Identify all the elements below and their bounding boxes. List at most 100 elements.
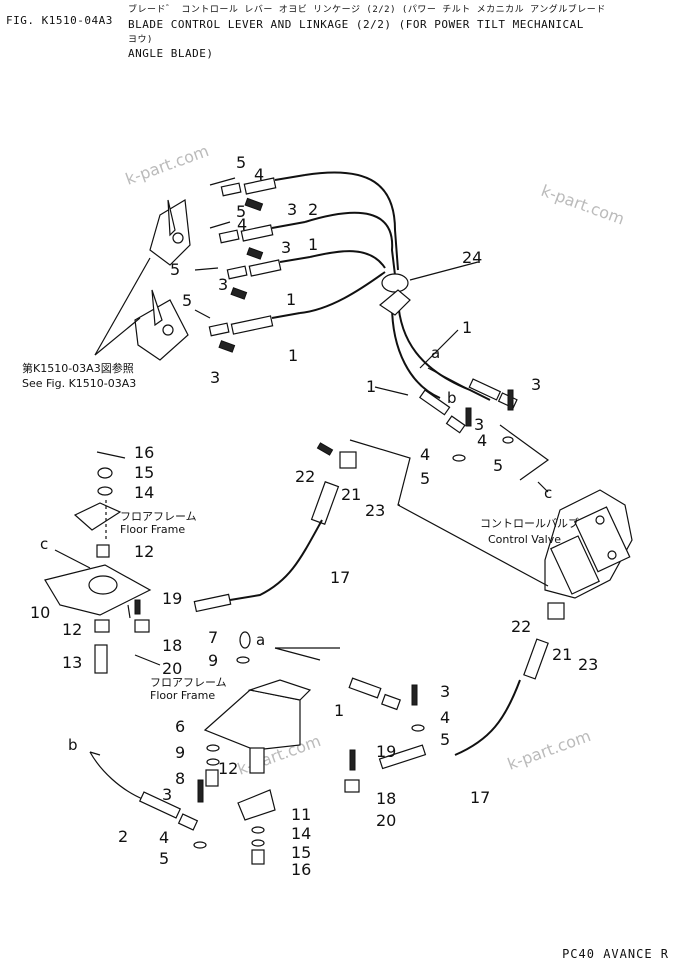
callout-4: 4 (159, 828, 169, 847)
callout-12: 12 (62, 620, 82, 639)
callout-3: 3 (474, 415, 484, 434)
callout-16: 16 (291, 860, 311, 879)
callout-17: 17 (470, 788, 490, 807)
watermark-1: k-part.com (123, 141, 211, 189)
letter-c: c (544, 484, 552, 502)
callout-8: 8 (175, 769, 185, 788)
callout-3: 3 (218, 275, 228, 294)
see-fig-en: See Fig. K1510-03A3 (22, 377, 136, 390)
watermark-4: k-part.com (505, 726, 593, 774)
callout-24: 24 (462, 248, 482, 267)
cable-17-lower (344, 602, 565, 793)
see-fig-jp: 第K1510-03A3図参照 (22, 361, 134, 375)
callout-18: 18 (162, 636, 182, 655)
watermark-2: k-part.com (539, 181, 627, 229)
pivot-assembly-left (44, 451, 152, 674)
callout-numbers: 5 4 3 2 5 4 3 1 5 3 1 5 1 3 24 1 1 3 3 4… (30, 153, 598, 879)
callout-3: 3 (531, 375, 541, 394)
callout-1: 1 (462, 318, 472, 337)
letter-a: a (431, 344, 440, 362)
callout-1: 1 (366, 377, 376, 396)
floor-frame-jp-1: フロアフレーム (120, 510, 197, 523)
control-valve-en: Control Valve (488, 533, 561, 546)
callout-3: 3 (281, 238, 291, 257)
callout-6: 6 (175, 717, 185, 736)
callout-13: 13 (62, 653, 82, 672)
callout-21: 21 (341, 485, 361, 504)
callout-23: 23 (365, 501, 385, 520)
callout-16: 16 (134, 443, 154, 462)
callout-5: 5 (159, 849, 169, 868)
callout-21: 21 (552, 645, 572, 664)
letter-c: c (40, 535, 48, 553)
callout-3: 3 (162, 785, 172, 804)
clamp (378, 273, 411, 316)
callout-4: 4 (254, 165, 264, 184)
callout-19: 19 (376, 742, 396, 761)
leader-lines (54, 177, 549, 756)
callout-20: 20 (376, 811, 396, 830)
reference-letters: a b c c a b (40, 344, 552, 754)
callout-3: 3 (440, 682, 450, 701)
callout-1: 1 (308, 235, 318, 254)
callout-1: 1 (334, 701, 344, 720)
callout-11: 11 (291, 805, 311, 824)
callout-12: 12 (134, 542, 154, 561)
callout-14: 14 (134, 483, 154, 502)
letter-a: a (256, 631, 265, 649)
callout-10: 10 (30, 603, 50, 622)
callout-5: 5 (182, 291, 192, 310)
callout-20: 20 (162, 659, 182, 678)
callout-3: 3 (287, 200, 297, 219)
floor-frame-en-2: Floor Frame (150, 689, 215, 702)
callout-1: 1 (286, 290, 296, 309)
callout-5: 5 (236, 153, 246, 172)
callout-7: 7 (208, 628, 218, 647)
control-valve-jp: コントロールバルブ (480, 516, 579, 530)
callout-17: 17 (330, 568, 350, 587)
floor-frame-jp-2: フロアフレーム (150, 676, 227, 689)
cable-ends-right (419, 378, 518, 462)
title-japanese-line2: ヨウ) (128, 35, 153, 45)
callout-9: 9 (208, 651, 218, 670)
letter-b: b (68, 736, 78, 754)
text-labels: 第K1510-03A3図参照 See Fig. K1510-03A3 フロアフレ… (22, 361, 579, 702)
callout-2: 2 (118, 827, 128, 846)
callout-22: 22 (511, 617, 531, 636)
callout-2: 2 (308, 200, 318, 219)
callout-5: 5 (236, 202, 246, 221)
callout-12: 12 (218, 759, 238, 778)
callout-15: 15 (134, 463, 154, 482)
callout-19: 19 (162, 589, 182, 608)
cable-a-lower (274, 647, 425, 732)
callout-5: 5 (493, 456, 503, 475)
cable-ends-top (208, 174, 311, 337)
callout-3: 3 (210, 368, 220, 387)
callout-14: 14 (291, 824, 311, 843)
leader-box-lines (349, 439, 549, 587)
control-valve (544, 489, 633, 599)
callout-23: 23 (578, 655, 598, 674)
callout-5: 5 (170, 260, 180, 279)
lever-bracket-upper (149, 199, 191, 266)
lever-11 (237, 789, 276, 865)
title-english-line2: ANGLE BLADE) (128, 47, 214, 60)
letter-b: b (447, 389, 457, 407)
callout-4: 4 (440, 708, 450, 727)
floor-frame-en-1: Floor Frame (120, 523, 185, 536)
figure-id: FIG. K1510-04A3 (6, 14, 113, 27)
floor-frame-bracket (203, 631, 312, 787)
lever-bracket-lower (134, 289, 189, 361)
callout-4: 4 (477, 431, 487, 450)
bolts-top (218, 197, 264, 353)
header: FIG. K1510-04A3 ブレード゛ コントロール レバー オヨビ リンケ… (0, 0, 675, 80)
title-english-line1: BLADE CONTROL LEVER AND LINKAGE (2/2) (F… (128, 18, 584, 31)
callout-22: 22 (295, 467, 315, 486)
model-name: PC40 AVANCE R (562, 947, 669, 961)
callout-5: 5 (440, 730, 450, 749)
callout-18: 18 (376, 789, 396, 808)
callout-4: 4 (237, 215, 247, 234)
callout-4: 4 (420, 445, 430, 464)
callout-9: 9 (175, 743, 185, 762)
cable-17-upper (134, 442, 357, 633)
